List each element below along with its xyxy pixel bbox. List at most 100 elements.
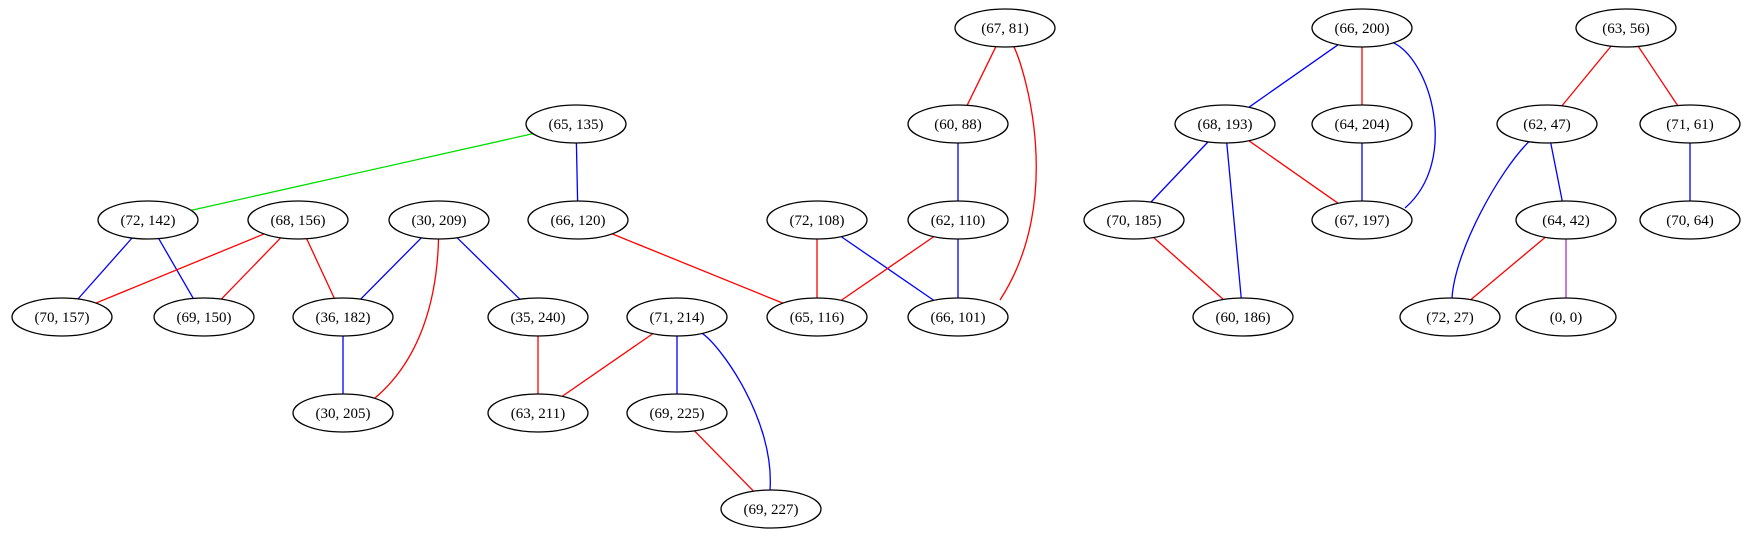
graph-node: (30, 209) (388, 200, 490, 240)
node-label: (72, 108) (790, 213, 845, 229)
graph-node: (64, 204) (1311, 104, 1413, 144)
node-ellipse (1311, 104, 1413, 144)
graph-node: (68, 156) (247, 200, 349, 240)
node-label: (67, 197) (1335, 213, 1390, 229)
node-label: (60, 186) (1216, 310, 1271, 326)
node-ellipse (153, 297, 255, 337)
node-ellipse (1083, 200, 1185, 240)
node-ellipse (388, 200, 490, 240)
node-layer: (65, 135) (72, 142) (68, 156) (30, 209) (66,… (11, 8, 1741, 529)
node-ellipse (487, 393, 589, 433)
node-label: (70, 157) (35, 310, 90, 326)
node-label: (70, 64) (1666, 213, 1714, 229)
graph-node: (65, 116) (766, 297, 868, 337)
edge-69_225-to-69_227 (693, 430, 755, 492)
node-label: (30, 205) (316, 406, 371, 422)
node-label: (64, 42) (1542, 213, 1590, 229)
node-ellipse (1575, 8, 1677, 48)
node-ellipse (907, 297, 1009, 337)
node-ellipse (247, 200, 349, 240)
graph-node: (63, 211) (487, 393, 589, 433)
edge-70_185-to-60_186 (1153, 236, 1224, 301)
node-ellipse (766, 200, 868, 240)
node-label: (72, 27) (1426, 310, 1474, 326)
node-label: (62, 47) (1523, 117, 1571, 133)
edge-layer (77, 42, 1691, 492)
node-ellipse (1496, 104, 1598, 144)
node-label: (0, 0) (1550, 310, 1583, 326)
node-ellipse (292, 297, 394, 337)
graph-node: (60, 186) (1192, 297, 1294, 337)
node-label: (71, 214) (650, 310, 705, 326)
node-ellipse (97, 200, 199, 240)
edge-30_209-to-35_240 (456, 237, 521, 300)
graph-node: (62, 47) (1496, 104, 1598, 144)
edge-62_47-to-64_42 (1550, 142, 1563, 202)
node-ellipse (1639, 200, 1741, 240)
node-ellipse (1515, 200, 1617, 240)
node-ellipse (626, 297, 728, 337)
node-label: (63, 211) (511, 406, 565, 422)
edge-68_193-to-60_186 (1226, 142, 1242, 299)
edge-68_193-to-67_197 (1248, 140, 1339, 204)
node-label: (62, 110) (931, 213, 985, 229)
graph-node: (69, 227) (720, 489, 822, 529)
graph-node: (70, 157) (11, 297, 113, 337)
graph-node: (69, 150) (153, 297, 255, 337)
edge-71_214-to-69_227 (701, 332, 771, 491)
node-label: (71, 61) (1666, 117, 1714, 133)
graph-node: (35, 240) (487, 297, 589, 337)
graph-node: (72, 142) (97, 200, 199, 240)
node-label: (60, 88) (934, 117, 982, 133)
edge-63_56-to-62_47 (1561, 45, 1612, 107)
node-label: (68, 156) (271, 213, 326, 229)
node-ellipse (1311, 200, 1413, 240)
node-ellipse (525, 104, 627, 144)
node-label: (65, 135) (549, 117, 604, 133)
node-ellipse (766, 297, 868, 337)
node-ellipse (1639, 104, 1741, 144)
graph-node: (72, 108) (766, 200, 868, 240)
node-label: (36, 182) (316, 310, 371, 326)
edge-62_47-to-72_27 (1451, 141, 1530, 299)
edge-68_156-to-36_182 (306, 238, 335, 299)
graph-node: (66, 120) (527, 200, 629, 240)
edge-68_156-to-69_150 (220, 237, 282, 300)
graph-node: (36, 182) (292, 297, 394, 337)
node-label: (69, 150) (177, 310, 232, 326)
graph-node: (65, 135) (525, 104, 627, 144)
node-label: (64, 204) (1335, 117, 1390, 133)
graph-node: (66, 101) (907, 297, 1009, 337)
node-label: (70, 185) (1107, 213, 1162, 229)
node-label: (63, 56) (1602, 21, 1650, 37)
edge-67_81-to-60_88 (966, 46, 997, 106)
graph-node: (71, 214) (626, 297, 728, 337)
node-label: (68, 193) (1198, 117, 1253, 133)
edge-30_209-to-30_205 (374, 238, 440, 399)
graph-node: (68, 193) (1174, 104, 1276, 144)
node-label: (66, 200) (1335, 21, 1390, 37)
node-ellipse (1399, 297, 1501, 337)
node-label: (67, 81) (981, 21, 1029, 37)
node-ellipse (907, 104, 1009, 144)
graph-node: (67, 81) (954, 8, 1056, 48)
node-ellipse (1311, 8, 1413, 48)
graph-node: (62, 110) (907, 200, 1009, 240)
edge-30_209-to-36_182 (360, 237, 422, 300)
edge-68_193-to-70_185 (1150, 141, 1209, 203)
edge-66_200-to-67_197 (1393, 42, 1436, 209)
node-ellipse (626, 393, 728, 433)
node-label: (65, 116) (790, 310, 844, 326)
edge-71_214-to-63_211 (561, 333, 654, 397)
node-ellipse (1174, 104, 1276, 144)
node-label: (66, 120) (551, 213, 606, 229)
edge-72_142-to-69_150 (158, 238, 194, 299)
graph-node: (70, 64) (1639, 200, 1741, 240)
graph-node: (66, 200) (1311, 8, 1413, 48)
graph-node: (30, 205) (292, 393, 394, 433)
graph-node: (69, 225) (626, 393, 728, 433)
edge-66_200-to-68_193 (1248, 44, 1339, 108)
node-label: (35, 240) (511, 310, 566, 326)
edge-65_135-to-66_120 (575, 142, 579, 202)
